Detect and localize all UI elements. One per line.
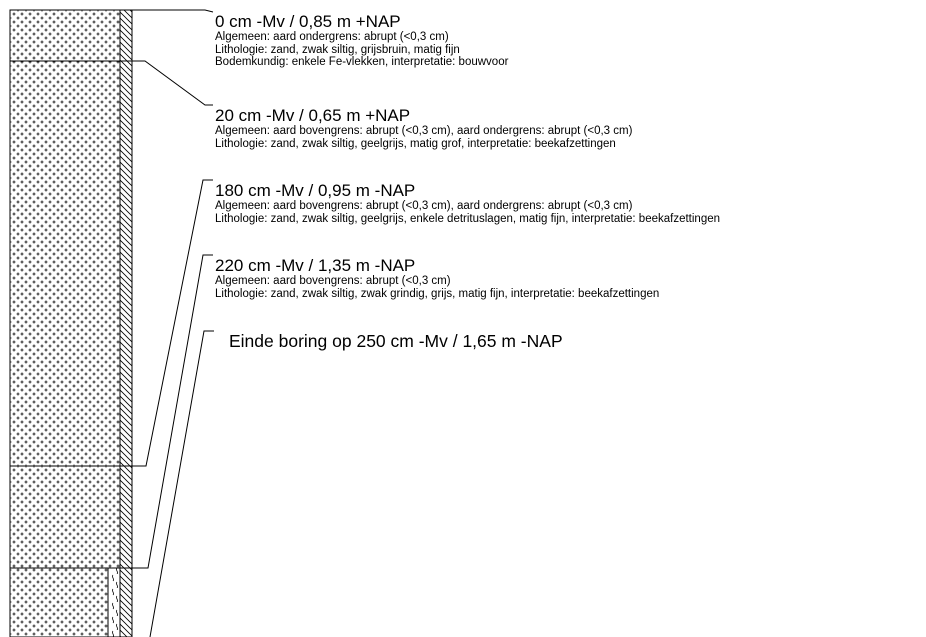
- leader-line-end: [149, 330, 214, 637]
- layer-description-line: Algemeen: aard ondergrens: abrupt (<0,3 …: [215, 31, 449, 43]
- layer-annotation-3: 180 cm -Mv / 0,95 m -NAP Algemeen: aard …: [215, 181, 720, 225]
- layer-depth-heading: 0 cm -Mv / 0,85 m +NAP: [215, 12, 401, 31]
- lithology-column: [9, 9, 121, 637]
- layer-annotation-2: 20 cm -Mv / 0,65 m +NAP Algemeen: aard b…: [215, 106, 632, 150]
- leader-line-layer-1: [120, 9, 214, 13]
- leader-line-layer-4: [120, 254, 213, 569]
- boring-end-label: Einde boring op 250 cm -Mv / 1,65 m -NAP: [229, 331, 563, 351]
- layer-description-line: Lithologie: zand, zwak siltig, zwak grin…: [215, 287, 660, 300]
- layer-description-line: Bodemkundig: enkele Fe-vlekken, interpre…: [215, 56, 509, 68]
- layer-description-line: Algemeen: aard bovengrens: abrupt (<0,3 …: [215, 125, 633, 137]
- layer-description-line: Lithologie: zand, zwak siltig, geelgrijs…: [215, 137, 616, 150]
- layer-annotation-1: 0 cm -Mv / 0,85 m +NAP Algemeen: aard on…: [215, 12, 508, 69]
- leader-line-layer-3: [120, 179, 213, 467]
- layer-depth-heading: 20 cm -Mv / 0,65 m +NAP: [215, 106, 411, 125]
- layer-depth-heading: 180 cm -Mv / 0,95 m -NAP: [215, 181, 416, 200]
- layer-depth-heading: 220 cm -Mv / 1,35 m -NAP: [215, 256, 416, 275]
- layer-description-line: Lithologie: zand, zwak siltig, geelgrijs…: [215, 212, 721, 225]
- leader-line-layer-2: [120, 60, 213, 106]
- silt-admixture-strip: [119, 9, 133, 637]
- layer-description-line: Lithologie: zand, zwak siltig, grijsbrui…: [215, 43, 460, 56]
- layer-description-line: Algemeen: aard bovengrens: abrupt (<0,3 …: [215, 275, 451, 287]
- layer-annotation-4: 220 cm -Mv / 1,35 m -NAP Algemeen: aard …: [215, 256, 659, 300]
- layer-description-line: Algemeen: aard bovengrens: abrupt (<0,3 …: [215, 200, 633, 212]
- gravel-admixture-fill: [107, 567, 121, 637]
